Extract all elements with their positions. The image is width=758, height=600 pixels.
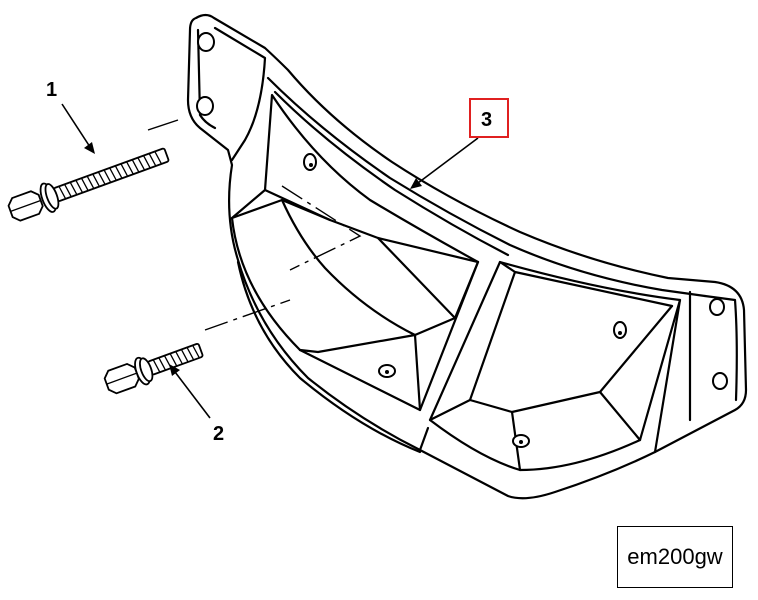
bolt-1 (7, 147, 170, 222)
leader-3 (413, 137, 479, 187)
hole-ear-left-top (197, 32, 215, 52)
leader-lines (61, 103, 479, 419)
arrowheads (84, 142, 422, 376)
left-pocket (230, 93, 480, 412)
callout-2: 2 (213, 423, 224, 445)
hole-ear-right-bottom (712, 372, 728, 390)
figure-code-box: em200gw (617, 526, 733, 588)
hole-pocket-left-top (303, 153, 317, 171)
callout-1: 1 (46, 79, 57, 101)
leader-1 (61, 103, 93, 151)
hole-ear-left-bottom (196, 96, 214, 116)
bolt-centerlines (147, 119, 362, 331)
callout-3: 3 (481, 109, 492, 131)
bolt-1-thread (52, 147, 170, 202)
hole-ear-right-top (709, 298, 725, 316)
leader-2 (171, 367, 211, 419)
bolt-2 (103, 342, 204, 395)
hole-pocket-right-top (613, 321, 627, 339)
figure-code: em200gw (627, 544, 723, 569)
right-pocket (428, 260, 682, 472)
mount-bracket (186, 13, 748, 500)
callout-3-highlight (469, 98, 509, 138)
